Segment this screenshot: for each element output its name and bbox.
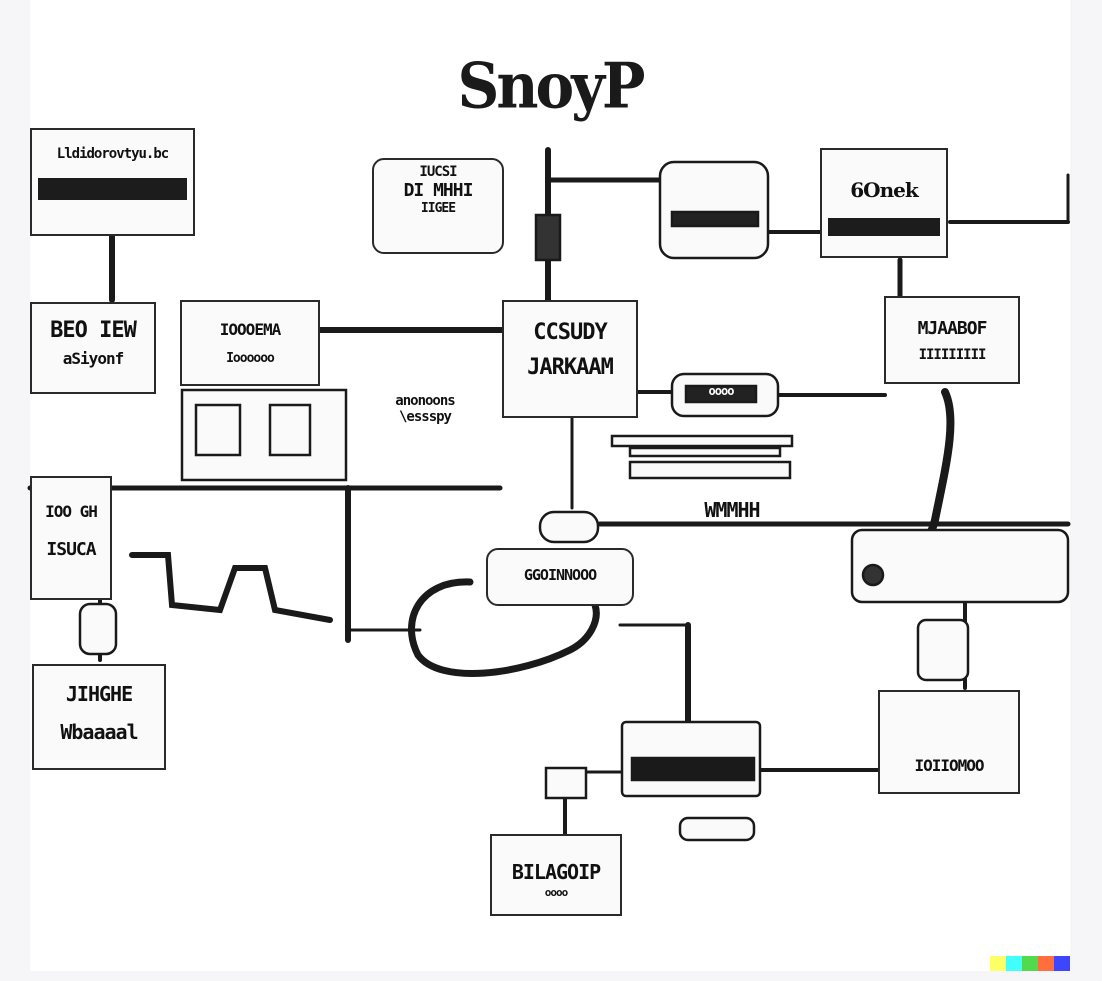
node-top-mid: IUCSI DI MHHI IIGEE: [372, 158, 504, 254]
watermark-cyan: [1006, 956, 1022, 971]
node-top-left: Lldidorovtyu.bc: [30, 128, 195, 236]
node-center-top: CCSUDY JARKAAM: [502, 300, 638, 418]
node-left-c: IOO GH ISUCA: [30, 476, 112, 600]
node-bottom-left: JIHGHE Wbaaaal: [32, 664, 166, 770]
node-center-stack: WMMHH: [704, 498, 760, 522]
watermark-signature: [990, 956, 1070, 971]
node-top-right-bar: [828, 218, 940, 236]
node-top-right: 6Onek: [820, 148, 948, 258]
node-top-left-bar: [38, 178, 187, 200]
watermark-blue: [1054, 956, 1070, 971]
node-center-device-label: oooo: [708, 384, 735, 398]
node-left-a: BEO IEW aSiyonf: [30, 302, 156, 394]
node-mid-floating: anonoons \essspy: [395, 393, 455, 425]
node-bottom-right: IOIIOMOO: [878, 690, 1020, 794]
node-right-mid: MJAABOF IIIIIIIII: [884, 296, 1020, 384]
node-left-b: IOOOEMA Ioooooo: [180, 300, 320, 386]
node-center-low: GGOINNOOO: [486, 548, 634, 606]
diagram-title: SnoyP: [457, 49, 645, 123]
watermark-orange: [1038, 956, 1054, 971]
node-bottom-center: BILAGOIP oooo: [490, 834, 622, 916]
watermark-green: [1022, 956, 1038, 971]
watermark-yellow: [990, 956, 1006, 971]
